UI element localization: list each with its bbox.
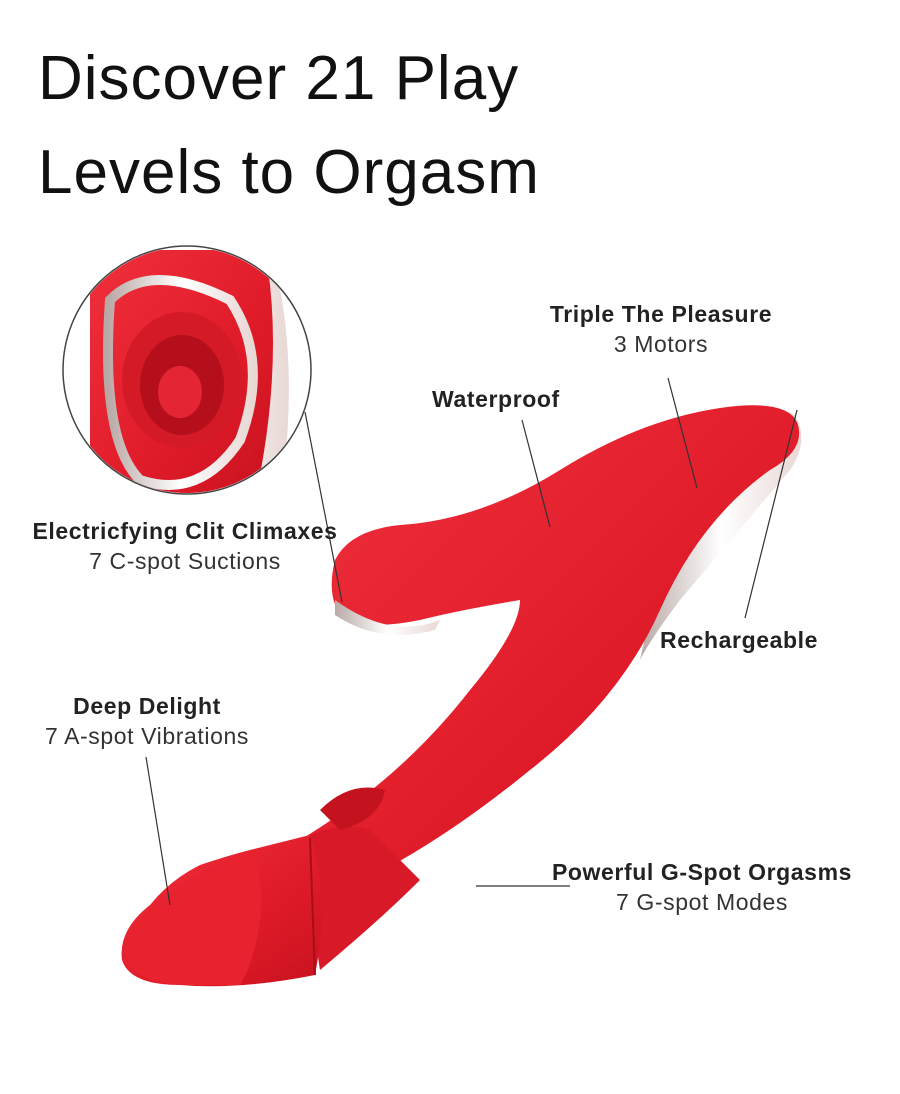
feature-heading: Rechargeable xyxy=(660,627,819,653)
headline-line-2: Levels to Orgasm xyxy=(38,138,540,207)
feature-gspot: Powerful G-Spot Orgasms 7 G-spot Modes xyxy=(532,857,872,917)
feature-sub: 7 C-spot Suctions xyxy=(89,548,281,574)
feature-heading: Deep Delight xyxy=(73,693,221,719)
feature-heading: Powerful G-Spot Orgasms xyxy=(551,859,853,885)
leader-lines xyxy=(145,377,798,906)
feature-heading: Triple The Pleasure xyxy=(549,301,773,327)
feature-triple-motors: Triple The Pleasure 3 Motors xyxy=(530,299,792,359)
suction-head-closeup xyxy=(62,245,312,495)
feature-sub: 7 A-spot Vibrations xyxy=(44,723,250,749)
feature-waterproof: Waterproof xyxy=(432,384,560,414)
vibrator-body xyxy=(121,405,802,987)
feature-rechargeable: Rechargeable xyxy=(660,625,818,655)
feature-heading: Waterproof xyxy=(432,386,560,412)
headline-line-1: Discover 21 Play xyxy=(38,44,520,113)
feature-heading: Electricfying Clit Climaxes xyxy=(32,518,338,544)
feature-clit-suction: Electricfying Clit Climaxes 7 C-spot Suc… xyxy=(16,516,354,576)
feature-sub: 3 Motors xyxy=(613,331,709,357)
feature-deep-delight: Deep Delight 7 A-spot Vibrations xyxy=(22,691,272,751)
feature-sub: 7 G-spot Modes xyxy=(615,889,789,915)
